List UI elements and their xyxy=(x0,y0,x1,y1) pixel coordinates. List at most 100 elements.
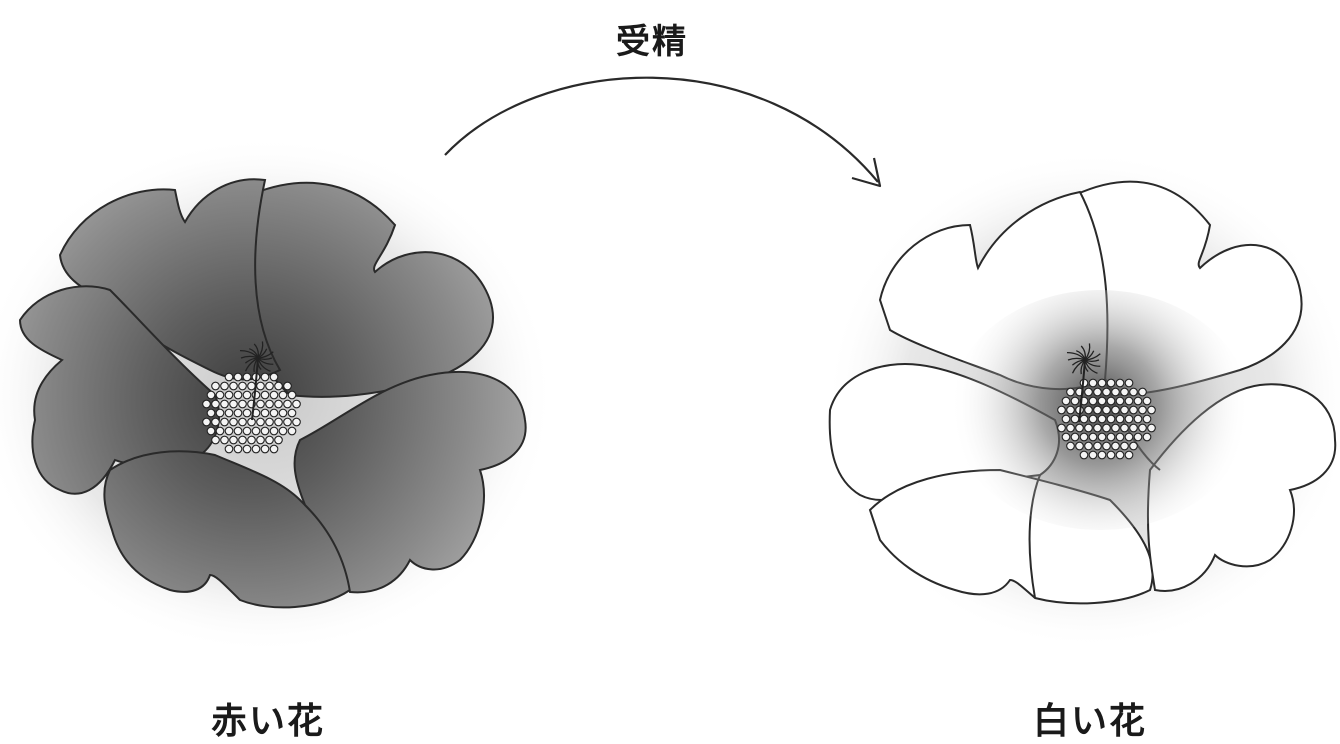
stamen-bead xyxy=(288,409,296,417)
stamen-bead xyxy=(1103,406,1111,414)
stamen-bead xyxy=(275,436,283,444)
stamen-bead xyxy=(239,436,247,444)
stamen-bead xyxy=(1089,451,1097,459)
stamen-bead xyxy=(1139,424,1147,432)
stamen-bead xyxy=(230,382,238,390)
stamen-bead xyxy=(1098,433,1106,441)
stamen-bead xyxy=(1071,415,1079,423)
stamen-bead xyxy=(270,427,278,435)
stamen-bead xyxy=(1134,397,1142,405)
stamen-bead xyxy=(243,391,251,399)
stamen-bead xyxy=(1143,415,1151,423)
stamen-bead xyxy=(221,382,229,390)
stamen-bead xyxy=(1130,388,1138,396)
stamen-bead xyxy=(1094,406,1102,414)
stamen-bead xyxy=(1103,388,1111,396)
stamen-bead xyxy=(1107,433,1115,441)
stamen-bead xyxy=(1080,433,1088,441)
stamen-bead xyxy=(1143,397,1151,405)
stamen-bead xyxy=(1121,406,1129,414)
stamen-bead xyxy=(261,373,269,381)
stamen-bead xyxy=(221,400,229,408)
stamen-bead xyxy=(1121,442,1129,450)
stamen-bead xyxy=(275,382,283,390)
stamen-bead xyxy=(293,400,301,408)
stamen-bead xyxy=(266,436,274,444)
stamen-bead xyxy=(230,400,238,408)
stamen-bead xyxy=(225,409,233,417)
stamen-bead xyxy=(234,445,242,453)
stamen-bead xyxy=(1071,433,1079,441)
stamen-bead xyxy=(1089,379,1097,387)
stamen-bead xyxy=(293,418,301,426)
stamen-bead xyxy=(234,409,242,417)
stamen-bead xyxy=(1067,424,1075,432)
stamen-bead xyxy=(243,373,251,381)
stamen-bead xyxy=(216,391,224,399)
stamen-bead xyxy=(216,427,224,435)
stamen-bead xyxy=(230,436,238,444)
stamen-bead xyxy=(1116,379,1124,387)
arrowhead-icon xyxy=(852,158,880,186)
stamen-bead xyxy=(1089,433,1097,441)
stamen-bead xyxy=(1080,415,1088,423)
stamen-bead xyxy=(1107,415,1115,423)
red-flower xyxy=(0,135,555,655)
stamen-bead xyxy=(1098,397,1106,405)
stamen-bead xyxy=(212,400,220,408)
stamen-bead xyxy=(1062,433,1070,441)
stamen-bead xyxy=(1139,406,1147,414)
stamen-bead xyxy=(1098,415,1106,423)
stamen-bead xyxy=(1067,406,1075,414)
stamen-bead xyxy=(225,427,233,435)
stamen-bead xyxy=(1085,442,1093,450)
stamen-bead xyxy=(212,382,220,390)
stamen-bead xyxy=(1148,424,1156,432)
stamen-bead xyxy=(1107,379,1115,387)
stamen-bead xyxy=(216,409,224,417)
stamen-bead xyxy=(1103,424,1111,432)
stamen-bead xyxy=(1071,397,1079,405)
stamen-bead xyxy=(1098,379,1106,387)
stamen-bead xyxy=(284,382,292,390)
stamen-bead xyxy=(1058,424,1066,432)
stamen-bead xyxy=(234,391,242,399)
stamen-bead xyxy=(1112,388,1120,396)
stamen-bead xyxy=(1125,397,1133,405)
stamen-bead xyxy=(1116,397,1124,405)
stamen-bead xyxy=(221,418,229,426)
stamen-bead xyxy=(1107,451,1115,459)
stamen-bead xyxy=(1125,379,1133,387)
stamen-bead xyxy=(257,418,265,426)
stamen-bead xyxy=(288,391,296,399)
stamen-bead xyxy=(248,382,256,390)
fertilization-label: 受精 xyxy=(616,14,688,63)
stamen-bead xyxy=(1076,442,1084,450)
stamen-bead xyxy=(203,418,211,426)
stamen-bead xyxy=(248,436,256,444)
stamen-bead xyxy=(225,445,233,453)
stamen-bead xyxy=(1094,424,1102,432)
stamen-bead xyxy=(275,400,283,408)
stamen-bead xyxy=(1121,424,1129,432)
stamen-bead xyxy=(279,427,287,435)
stamen-bead xyxy=(243,427,251,435)
stamen-bead xyxy=(284,400,292,408)
stamen-bead xyxy=(279,409,287,417)
stamen-bead xyxy=(1085,424,1093,432)
stamen-bead xyxy=(234,373,242,381)
stamen-bead xyxy=(230,418,238,426)
stamen-bead xyxy=(212,436,220,444)
stamen-bead xyxy=(261,391,269,399)
stamen-bead xyxy=(225,391,233,399)
stamen-bead xyxy=(1076,424,1084,432)
stamen-bead xyxy=(1062,415,1070,423)
stamen-bead xyxy=(1085,406,1093,414)
stamen-bead xyxy=(1116,451,1124,459)
stamen-bead xyxy=(1112,406,1120,414)
stamen-bead xyxy=(221,436,229,444)
stamen-bead xyxy=(279,391,287,399)
stamen-bead xyxy=(1143,433,1151,441)
stamen-bead xyxy=(261,445,269,453)
